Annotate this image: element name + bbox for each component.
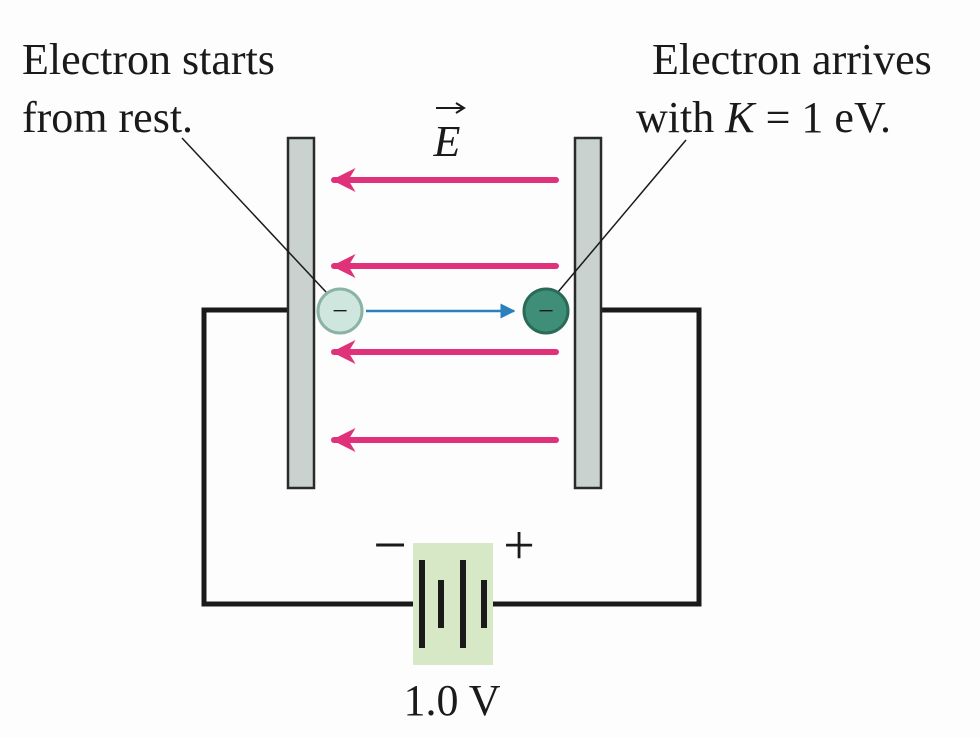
right-label-variable: K <box>724 93 757 142</box>
right-label-prefix: with <box>636 93 725 142</box>
voltage-label: 1.0 V <box>404 676 501 725</box>
electron-start: − <box>316 287 364 335</box>
electron-end: − <box>522 287 570 335</box>
field-symbol: E <box>433 102 466 166</box>
battery-icon <box>419 560 487 648</box>
battery-minus-sign: − <box>373 512 407 578</box>
electron-end-charge: − <box>538 296 554 327</box>
battery-background <box>413 543 493 665</box>
right-label-suffix: = 1 eV. <box>755 93 891 142</box>
right-wire <box>488 307 702 607</box>
right-label-line2: with K = 1 eV. <box>636 93 891 142</box>
left-label-line1: Electron starts <box>22 35 275 84</box>
left-plate <box>286 136 316 490</box>
left-leader-line <box>181 137 327 293</box>
field-arrows <box>331 168 559 452</box>
electron-start-charge: − <box>332 296 348 327</box>
left-label-line2: from rest. <box>22 93 193 142</box>
right-plate <box>573 136 603 490</box>
vector-arrowhead <box>455 102 466 114</box>
right-label-line1: Electron arrives <box>652 35 932 84</box>
right-leader-line <box>557 139 687 293</box>
field-symbol-letter: E <box>433 117 461 166</box>
battery-plus-sign: + <box>503 515 535 577</box>
left-wire <box>201 307 420 607</box>
